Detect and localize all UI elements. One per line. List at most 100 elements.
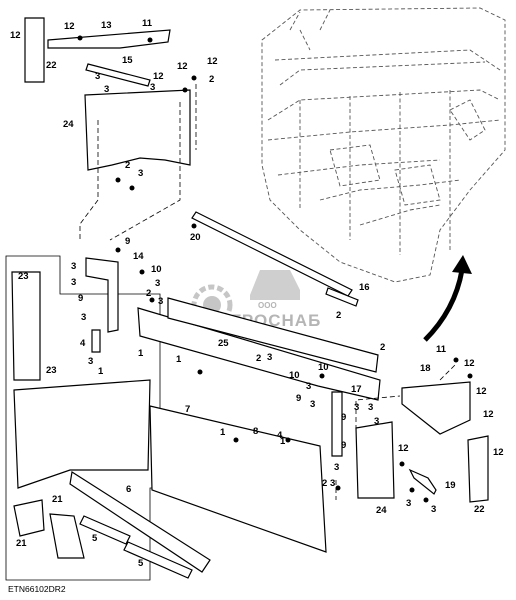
- callout-2: 2: [256, 353, 261, 364]
- callout-24: 24: [376, 505, 387, 516]
- callout-3: 3: [330, 478, 335, 489]
- callout-2: 2: [125, 160, 130, 171]
- callout-9: 9: [341, 412, 346, 423]
- callout-3: 3: [95, 71, 100, 82]
- callout-3: 3: [310, 399, 315, 410]
- part-2-panel-right: [167, 297, 379, 373]
- callout-12: 12: [10, 30, 21, 41]
- callout-labels: 12 13 11 12 22 15 3 3 12 12 12 3 2 24 2 …: [10, 18, 504, 569]
- callout-18: 18: [420, 363, 431, 374]
- hardware-markers: [77, 35, 473, 503]
- callout-17: 17: [351, 384, 362, 395]
- callout-12: 12: [464, 358, 475, 369]
- callout-2: 2: [380, 342, 385, 353]
- callout-3: 3: [267, 352, 272, 363]
- callout-12: 12: [398, 443, 409, 454]
- callout-3: 3: [71, 277, 76, 288]
- callout-3: 3: [334, 462, 339, 473]
- callout-2: 2: [146, 288, 151, 299]
- callout-12: 12: [207, 56, 218, 67]
- part-15-strap: [85, 63, 151, 87]
- callout-3: 3: [150, 82, 155, 93]
- callout-3: 3: [138, 168, 143, 179]
- part-19-link: [408, 468, 437, 495]
- callout-3: 3: [155, 278, 160, 289]
- callout-3: 3: [88, 356, 93, 367]
- callout-10: 10: [289, 370, 300, 381]
- callout-1: 1: [98, 366, 104, 377]
- callout-23: 23: [46, 365, 57, 376]
- callout-3: 3: [406, 498, 411, 509]
- callout-9: 9: [296, 393, 301, 404]
- callout-3: 3: [368, 402, 373, 413]
- callout-13: 13: [101, 20, 112, 31]
- callout-8: 8: [253, 426, 258, 437]
- callout-5: 5: [92, 533, 98, 544]
- callout-3: 3: [374, 416, 379, 427]
- part-14-upright-bracket: [85, 257, 119, 333]
- direction-arrow: [423, 255, 472, 342]
- callout-20: 20: [190, 232, 201, 243]
- callout-5: 5: [138, 558, 144, 569]
- part-23-flap-small: [11, 271, 41, 381]
- part-24-flap-lower: [355, 421, 395, 499]
- callout-11: 11: [142, 18, 153, 29]
- callout-1: 1: [220, 427, 226, 438]
- callout-23: 23: [18, 271, 29, 282]
- callout-22: 22: [474, 504, 485, 515]
- part-23-flap-large: [13, 379, 151, 489]
- callout-1: 1: [280, 436, 286, 447]
- callout-3: 3: [306, 381, 311, 392]
- callout-2: 2: [322, 478, 327, 489]
- callout-12: 12: [177, 61, 188, 72]
- callout-3: 3: [431, 504, 436, 515]
- callout-1: 1: [176, 354, 182, 365]
- callout-11: 11: [436, 344, 447, 355]
- part-4-small-plate: [91, 329, 101, 353]
- part-24-flap-upper: [84, 89, 191, 171]
- part-16-bar: [325, 287, 359, 307]
- part-5-strip-upper: [79, 515, 131, 545]
- callout-4: 4: [80, 338, 86, 349]
- callout-10: 10: [318, 362, 329, 373]
- part-21-plate-b: [49, 513, 85, 559]
- callout-4: 4: [277, 430, 283, 441]
- callout-24: 24: [63, 119, 74, 130]
- callout-12: 12: [476, 386, 487, 397]
- part-13-support-bar: [47, 29, 171, 49]
- callout-3: 3: [71, 261, 76, 272]
- part-7-large-sheet: [149, 405, 327, 553]
- part-18-shield: [401, 381, 471, 435]
- callout-12: 12: [64, 21, 75, 32]
- callout-2: 2: [209, 74, 214, 85]
- callout-15: 15: [122, 55, 133, 66]
- callout-3: 3: [354, 402, 359, 413]
- callout-9: 9: [341, 440, 346, 451]
- watermark-small-text: ООО: [258, 301, 277, 310]
- callout-12: 12: [153, 71, 164, 82]
- combine-body-outline: [261, 7, 506, 283]
- part-21-plate-a: [13, 499, 45, 537]
- callout-12: 12: [483, 409, 494, 420]
- callout-6: 6: [126, 484, 131, 495]
- callout-3: 3: [158, 296, 163, 307]
- callout-10: 10: [151, 264, 162, 275]
- callout-9: 9: [125, 236, 130, 247]
- callout-3: 3: [104, 84, 109, 95]
- callout-3: 3: [81, 312, 86, 323]
- part-17-bracket: [331, 391, 343, 457]
- part-22-bracket-left: [24, 17, 45, 83]
- callout-9: 9: [78, 293, 83, 304]
- callout-1: 1: [138, 348, 144, 359]
- leader-lines: [79, 84, 457, 500]
- callout-19: 19: [445, 480, 456, 491]
- callout-22: 22: [46, 60, 57, 71]
- part-25-side-panel: [137, 307, 381, 401]
- callout-25: 25: [218, 338, 229, 349]
- callout-16: 16: [359, 282, 370, 293]
- callout-7: 7: [185, 404, 190, 415]
- part-5-strip-lower: [123, 541, 193, 579]
- drawing-id: ETN66102DR2: [8, 584, 66, 594]
- callout-21: 21: [16, 538, 27, 549]
